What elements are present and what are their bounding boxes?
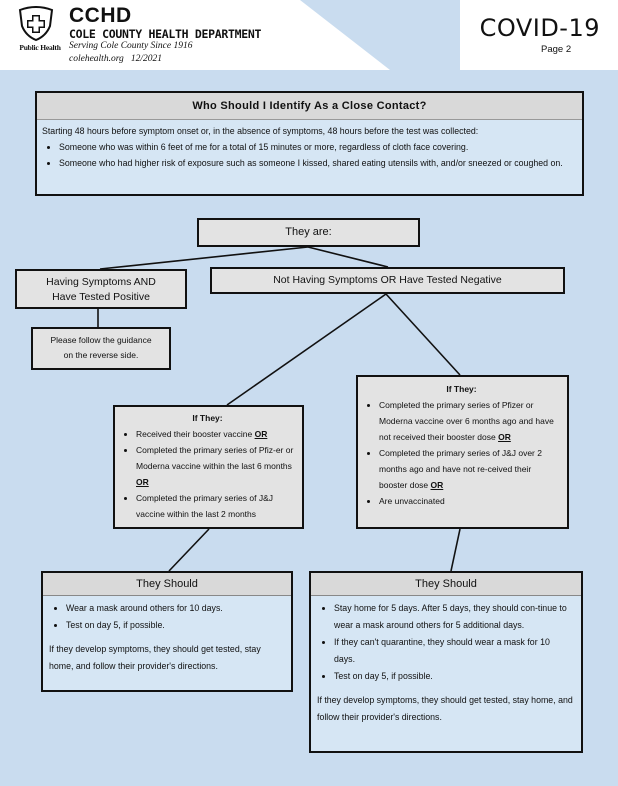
- if-they-right-box: If They: Completed the primary series of…: [356, 375, 569, 529]
- if-they-right-list: Completed the primary series of Pfizer o…: [362, 397, 561, 509]
- page-number: Page 2: [541, 44, 572, 55]
- guidance-line-2: on the reverse side.: [63, 350, 139, 360]
- close-contact-item: Someone who had higher risk of exposure …: [59, 155, 576, 171]
- close-contact-item: Someone who was within 6 feet of me for …: [59, 139, 576, 155]
- they-should-title: They Should: [43, 573, 291, 596]
- connector-if-left-should: [168, 528, 210, 572]
- org-abbrev: CCHD: [69, 4, 132, 27]
- action-item: If they can't quarantine, they should we…: [334, 634, 573, 668]
- condition-text: Completed the primary series of Pfiz-er …: [136, 445, 294, 471]
- they-should-left-list: Wear a mask around others for 10 days. T…: [49, 600, 283, 634]
- condition-item: Received their booster vaccine OR: [136, 426, 296, 442]
- action-item: Test on day 5, if possible.: [334, 668, 573, 685]
- condition-text: Completed the primary series of J&J over…: [379, 448, 542, 490]
- they-should-right-box: They Should Stay home for 5 days. After …: [309, 571, 583, 753]
- symptoms-line-2: Have Tested Positive: [52, 291, 150, 303]
- condition-item: Are unvaccinated: [379, 493, 561, 509]
- header-wedge: [300, 0, 460, 70]
- they-should-left-body: Wear a mask around others for 10 days. T…: [43, 596, 291, 675]
- connector-they-are-symptoms: [99, 246, 309, 270]
- they-should-right-list: Stay home for 5 days. After 5 days, they…: [317, 600, 573, 685]
- action-item: Test on day 5, if possible.: [66, 617, 283, 634]
- or-label: OR: [430, 480, 444, 490]
- condition-item: Completed the primary series of J&J over…: [379, 445, 561, 493]
- they-should-footer: If they develop symptoms, they should ge…: [49, 644, 261, 671]
- connector-nosym-if-left: [226, 293, 387, 406]
- logo-text: Public Health: [19, 43, 61, 52]
- public-health-logo: Public Health: [10, 6, 62, 56]
- condition-text: Received their booster vaccine: [136, 429, 255, 439]
- action-item: Stay home for 5 days. After 5 days, they…: [334, 600, 573, 634]
- or-label: OR: [136, 477, 149, 487]
- close-contact-intro: Starting 48 hours before symptom onset o…: [42, 126, 479, 136]
- condition-item: Completed the primary series of Pfiz-er …: [136, 442, 296, 490]
- or-label: OR: [254, 429, 268, 439]
- no-symptoms-box: Not Having Symptoms OR Have Tested Negat…: [210, 267, 565, 294]
- org-full-name: COLE COUNTY HEALTH DEPARTMENT: [69, 27, 262, 41]
- org-tagline: Serving Cole County Since 1916: [69, 41, 193, 51]
- if-they-heading: If They:: [192, 413, 223, 423]
- condition-text: Completed the primary series of J&J vacc…: [136, 493, 273, 519]
- close-contact-box: Who Should I Identify As a Close Contact…: [35, 91, 584, 196]
- guidance-box: Please follow the guidance on the revers…: [31, 327, 171, 370]
- they-should-footer: If they develop symptoms, they should ge…: [317, 695, 573, 722]
- page-header: Public Health CCHD COLE COUNTY HEALTH DE…: [0, 0, 618, 70]
- if-they-heading: If They:: [446, 384, 477, 394]
- org-website-date: colehealth.org 12/2021: [69, 54, 163, 64]
- close-contact-list: Someone who was within 6 feet of me for …: [42, 139, 576, 171]
- they-should-title: They Should: [311, 573, 581, 596]
- condition-text: Completed the primary series of Pfizer o…: [379, 400, 554, 442]
- they-should-left-box: They Should Wear a mask around others fo…: [41, 571, 293, 692]
- or-label: OR: [498, 432, 511, 442]
- connector-if-right-should: [450, 528, 461, 572]
- condition-item: Completed the primary series of Pfizer o…: [379, 397, 561, 445]
- if-they-left-list: Received their booster vaccine OR Comple…: [119, 426, 296, 522]
- guidance-line-1: Please follow the guidance: [50, 335, 152, 345]
- condition-text: Are unvaccinated: [379, 496, 445, 506]
- condition-item: Completed the primary series of J&J vacc…: [136, 490, 296, 522]
- action-item: Wear a mask around others for 10 days.: [66, 600, 283, 617]
- close-contact-title: Who Should I Identify As a Close Contact…: [37, 93, 582, 120]
- if-they-left-box: If They: Received their booster vaccine …: [113, 405, 304, 529]
- they-should-right-body: Stay home for 5 days. After 5 days, they…: [311, 596, 581, 726]
- connector-nosym-if-right: [385, 293, 461, 376]
- connector-they-are-no-symptoms: [307, 246, 389, 268]
- symptoms-box: Having Symptoms AND Have Tested Positive: [15, 269, 187, 309]
- document-title: COVID-19: [479, 14, 600, 42]
- close-contact-body: Starting 48 hours before symptom onset o…: [37, 120, 582, 171]
- they-are-box: They are:: [197, 218, 420, 247]
- shield-cross-icon: [18, 6, 54, 42]
- symptoms-line-1: Having Symptoms AND: [46, 276, 156, 288]
